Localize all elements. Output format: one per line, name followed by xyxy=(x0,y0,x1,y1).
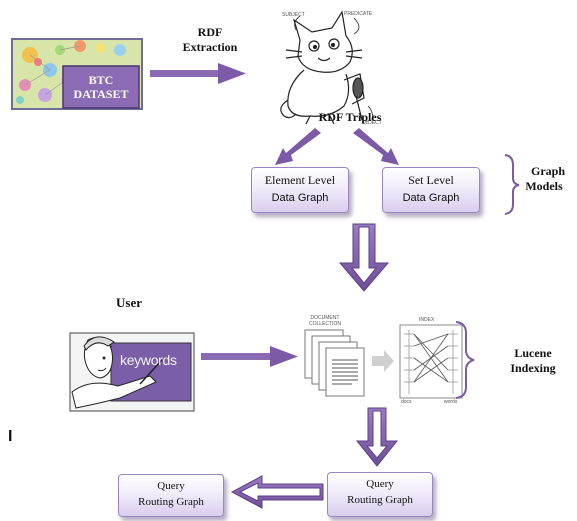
btc-line2: DATASET xyxy=(73,87,129,101)
left-arrow-query xyxy=(230,475,324,509)
query-routing-graph-left: Query Routing Graph xyxy=(118,474,224,517)
cat-predicate-label: PREDICATE xyxy=(344,11,373,17)
lucene-bracket xyxy=(455,321,475,399)
graph-models-bracket xyxy=(504,154,520,215)
keywords-screen-text: keywords xyxy=(120,352,177,368)
graph-models-label: Graph Models xyxy=(517,164,571,194)
extraction-arrow xyxy=(150,63,246,84)
rdf-cat-illustration xyxy=(280,10,373,125)
cat-subject-label: SUBJECT xyxy=(282,12,305,18)
query-left-line2: Routing Graph xyxy=(138,496,204,508)
down-arrow-to-indexing xyxy=(338,223,390,292)
graph-models-line1: Graph xyxy=(530,164,565,178)
query-routing-graph-right: Query Routing Graph xyxy=(327,472,433,517)
user-to-docs-arrow xyxy=(201,346,298,367)
doc-collection-line2: COLLECTION xyxy=(309,321,341,327)
docs-to-index-arrow xyxy=(372,350,394,372)
cat-object-label: OBJECT xyxy=(362,120,382,126)
index-title: INDEX xyxy=(419,317,435,323)
element-box-line1: Element Level xyxy=(264,173,336,187)
index-matrix xyxy=(399,324,463,399)
user-label: User xyxy=(116,295,142,310)
lucene-line1: Lucene xyxy=(514,346,552,360)
element-level-box: Element Level Data Graph xyxy=(251,167,349,213)
btc-dataset-image xyxy=(11,38,143,110)
query-left-line1: Query xyxy=(157,480,185,492)
stray-mark: I xyxy=(8,428,13,445)
rdf-extraction-label: RDF Extraction xyxy=(170,25,250,55)
set-box-line1: Set Level xyxy=(408,173,454,187)
lucene-line2: Indexing xyxy=(510,361,556,375)
user-illustration xyxy=(69,332,195,412)
element-box-line2: Data Graph xyxy=(271,192,329,204)
doc-collection-label: DOCUMENT COLLECTION xyxy=(300,315,350,327)
btc-label-box xyxy=(62,65,140,109)
set-level-box: Set Level Data Graph xyxy=(382,167,480,213)
btc-line1: BTC xyxy=(88,73,114,87)
doc-collection-line1: DOCUMENT xyxy=(310,315,340,321)
query-right-line1: Query xyxy=(366,478,394,490)
graph-models-line2: Models xyxy=(525,179,563,193)
split-arrows xyxy=(275,128,399,165)
lucene-indexing-label: Lucene Indexing xyxy=(500,346,566,376)
document-collection xyxy=(304,329,365,397)
btc-dataset-label: BTC DATASET xyxy=(63,73,139,101)
query-right-line2: Routing Graph xyxy=(347,494,413,506)
set-box-line2: Data Graph xyxy=(402,192,460,204)
extraction-line1: RDF xyxy=(197,25,223,39)
index-docs-label: docs xyxy=(401,399,412,405)
down-arrow-to-query xyxy=(355,407,399,467)
extraction-line2: Extraction xyxy=(182,40,238,54)
index-words-label: words xyxy=(444,399,458,405)
rdf-triples-label: RDF Triples xyxy=(318,110,382,124)
